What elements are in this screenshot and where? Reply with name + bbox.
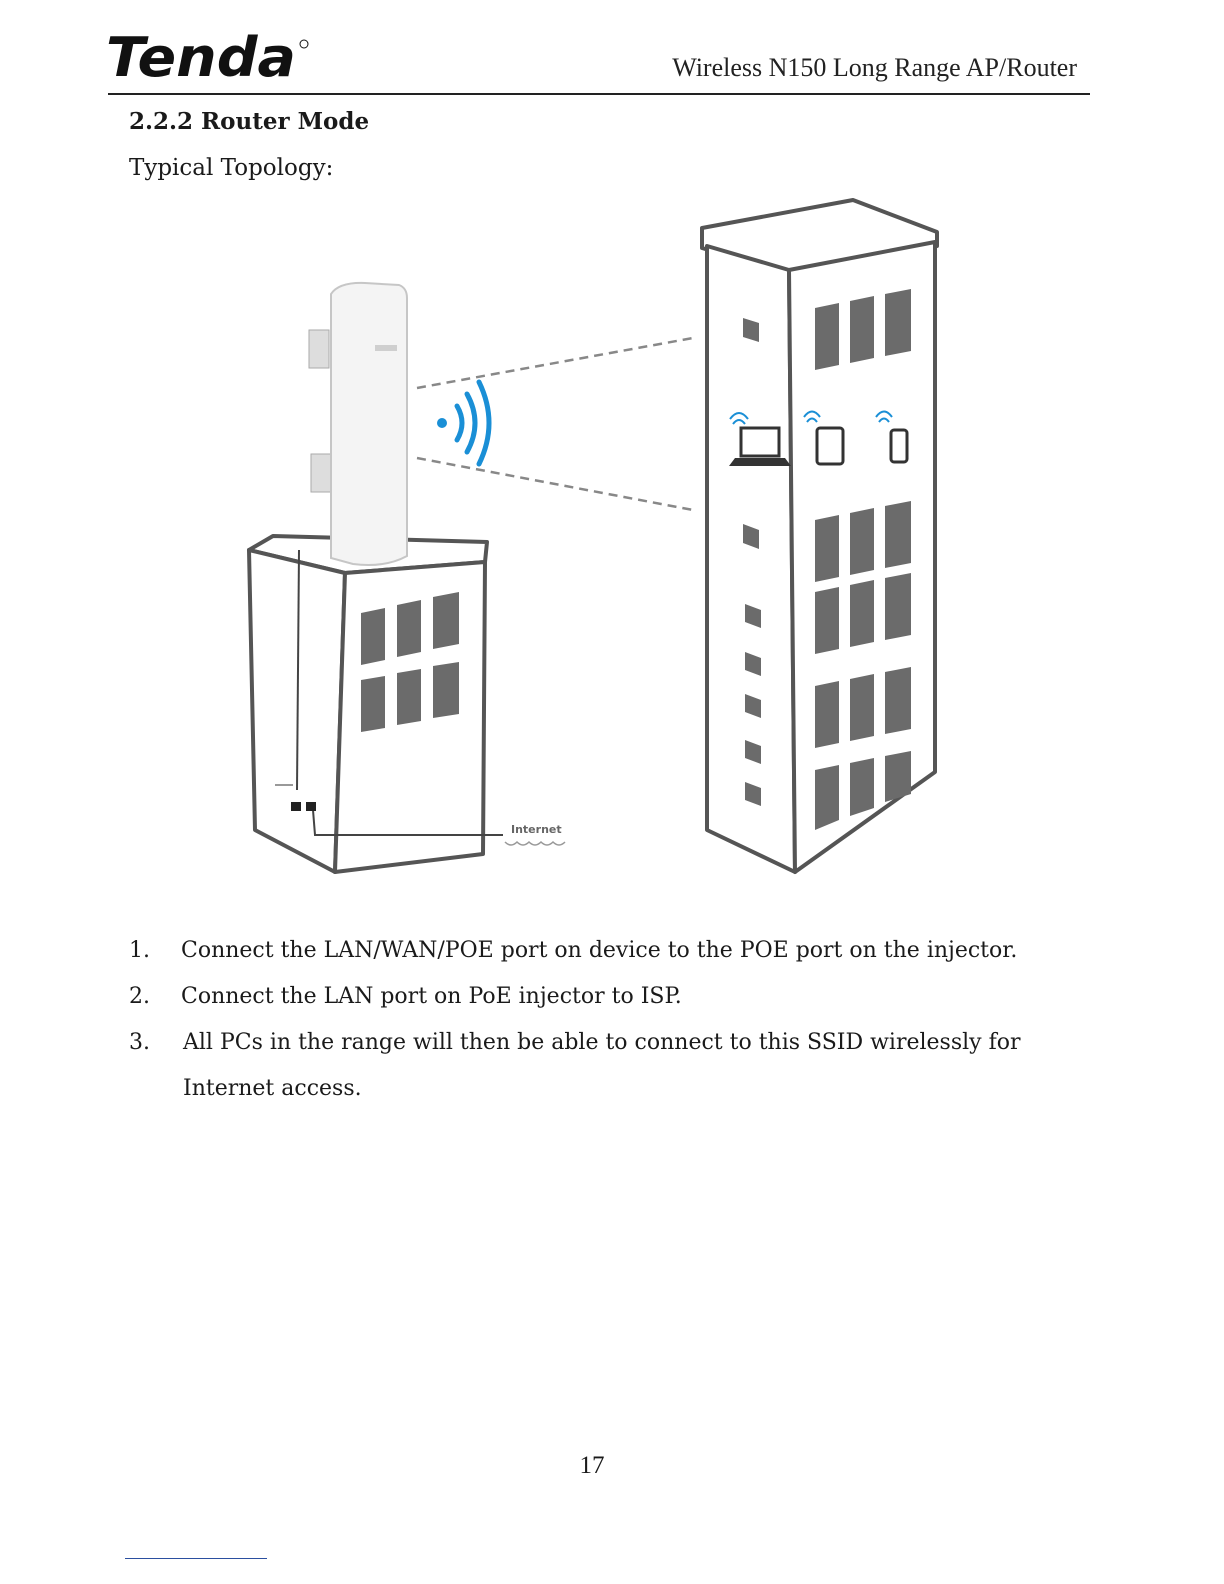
internet-cloud: Internet (504, 823, 566, 846)
logo-text: Tenda (106, 30, 296, 82)
step-text-continuation: Internet access. (183, 1076, 362, 1101)
step-number: 3. (129, 1030, 150, 1055)
laptop-icon (729, 412, 791, 466)
step-text: Connect the LAN/WAN/POE port on device t… (181, 938, 1018, 963)
coverage-lines (416, 336, 694, 512)
list-item: 1. Connect the LAN/WAN/POE port on devic… (129, 934, 1089, 980)
small-building-windows (361, 592, 459, 732)
header-title: Wireless N150 Long Range AP/Router (672, 53, 1077, 82)
wifi-signal (437, 379, 492, 467)
tenda-logo: Tenda (106, 30, 309, 82)
internet-label: Internet (511, 823, 562, 836)
header-divider (108, 93, 1090, 95)
setup-steps: 1. Connect the LAN/WAN/POE port on devic… (129, 934, 1089, 1101)
tall-building-side-windows (743, 318, 761, 806)
topology-label: Typical Topology: (129, 155, 334, 181)
ap-device (308, 281, 408, 566)
poe-injector (275, 784, 316, 811)
step-number: 1. (129, 938, 150, 963)
topology-diagram: Internet (247, 198, 939, 874)
list-item: 3. All PCs in the range will then be abl… (129, 1026, 1089, 1101)
poe-cable (296, 549, 503, 836)
footnote-divider (125, 1558, 267, 1559)
tall-building-front-windows (815, 289, 911, 830)
section-heading: 2.2.2 Router Mode (129, 108, 370, 135)
list-item: 2. Connect the LAN port on PoE injector … (129, 980, 1089, 1026)
phone-icon (875, 410, 909, 464)
step-text: All PCs in the range will then be able t… (183, 1030, 1021, 1055)
step-number: 2. (129, 984, 150, 1009)
tablet-icon (803, 410, 845, 466)
step-text: Connect the LAN port on PoE injector to … (181, 984, 682, 1009)
page-number: 17 (579, 1452, 605, 1479)
